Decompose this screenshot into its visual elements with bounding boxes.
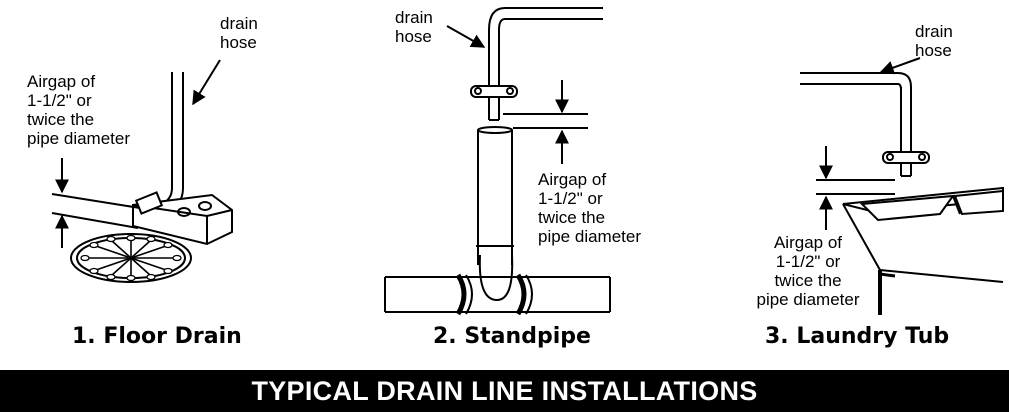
standpipe-hose-label: drain hose: [395, 8, 433, 46]
floor-drain-illustration: [51, 72, 233, 283]
hose-label-line: hose: [395, 27, 432, 46]
airgap-label-line: twice the: [774, 271, 842, 290]
airgap-label-line: 1-1/2" or: [538, 189, 603, 208]
standpipe-arrows: [446, 25, 569, 164]
airgap-label-line: twice the: [538, 208, 606, 227]
standpipe-caption: 2. Standpipe: [433, 324, 591, 349]
floor-drain-arrows: [55, 59, 221, 248]
airgap-label-line: 1-1/2" or: [27, 91, 92, 110]
hose-label-line: hose: [915, 41, 952, 60]
airgap-label-line: pipe diameter: [538, 227, 642, 246]
laundry-tub-hose-label: drain hose: [915, 22, 953, 60]
floor-drain-caption: 1. Floor Drain: [72, 324, 242, 349]
hose-label-line: drain: [395, 8, 433, 27]
airgap-label-line: Airgap of: [773, 233, 843, 252]
standpipe-illustration: [384, 7, 611, 316]
laundry-tub-illustration: [800, 72, 1004, 315]
airgap-label-line: Airgap of: [27, 72, 96, 91]
hose-label-line: hose: [220, 33, 257, 52]
hose-label-line: drain: [915, 22, 953, 41]
airgap-label-line: twice the: [27, 110, 95, 129]
floor-drain-airgap-label: Airgap of 1-1/2" or twice the pipe diame…: [27, 72, 130, 148]
floor-drain-hose-label: drain hose: [220, 14, 258, 52]
airgap-label-line: pipe diameter: [756, 290, 860, 309]
airgap-label-line: Airgap of: [538, 170, 607, 189]
laundry-tub-airgap-label: Airgap of 1-1/2" or twice the pipe diame…: [733, 233, 883, 309]
laundry-tub-arrows: [819, 57, 921, 230]
standpipe-airgap-label: Airgap of 1-1/2" or twice the pipe diame…: [538, 170, 641, 246]
title-banner: TYPICAL DRAIN LINE INSTALLATIONS: [0, 370, 1009, 412]
laundry-tub-caption: 3. Laundry Tub: [765, 324, 950, 349]
airgap-label-line: 1-1/2" or: [775, 252, 841, 271]
hose-label-line: drain: [220, 14, 258, 33]
airgap-label-line: pipe diameter: [27, 129, 131, 148]
